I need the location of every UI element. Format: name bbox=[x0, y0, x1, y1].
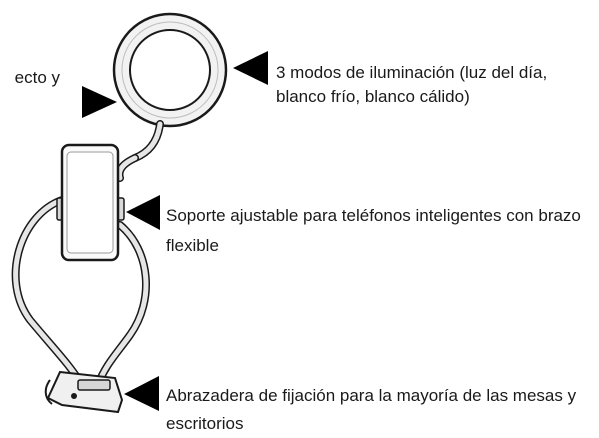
pointer-triangle-icon bbox=[126, 195, 160, 230]
feature-label-cut: ecto y bbox=[14, 68, 60, 87]
feature-label-lighting-modes: 3 modos de iluminación (luz del día, bla… bbox=[276, 63, 548, 106]
pointer-triangle-icon bbox=[82, 86, 117, 118]
pointer-triangle-icon bbox=[124, 376, 159, 411]
clamp-icon bbox=[44, 370, 124, 414]
feature-label-phone-holder: Soporte ajustable para teléfonos intelig… bbox=[166, 206, 581, 255]
feature-label-clamp: Abrazadera de fijación para la mayoría d… bbox=[166, 386, 577, 433]
pointer-triangle-icon bbox=[233, 51, 268, 85]
gooseneck-arm-upper bbox=[115, 120, 164, 182]
phone-icon bbox=[56, 143, 125, 262]
ring-light-icon bbox=[112, 12, 228, 128]
gooseneck-arm-lower bbox=[11, 196, 150, 389]
